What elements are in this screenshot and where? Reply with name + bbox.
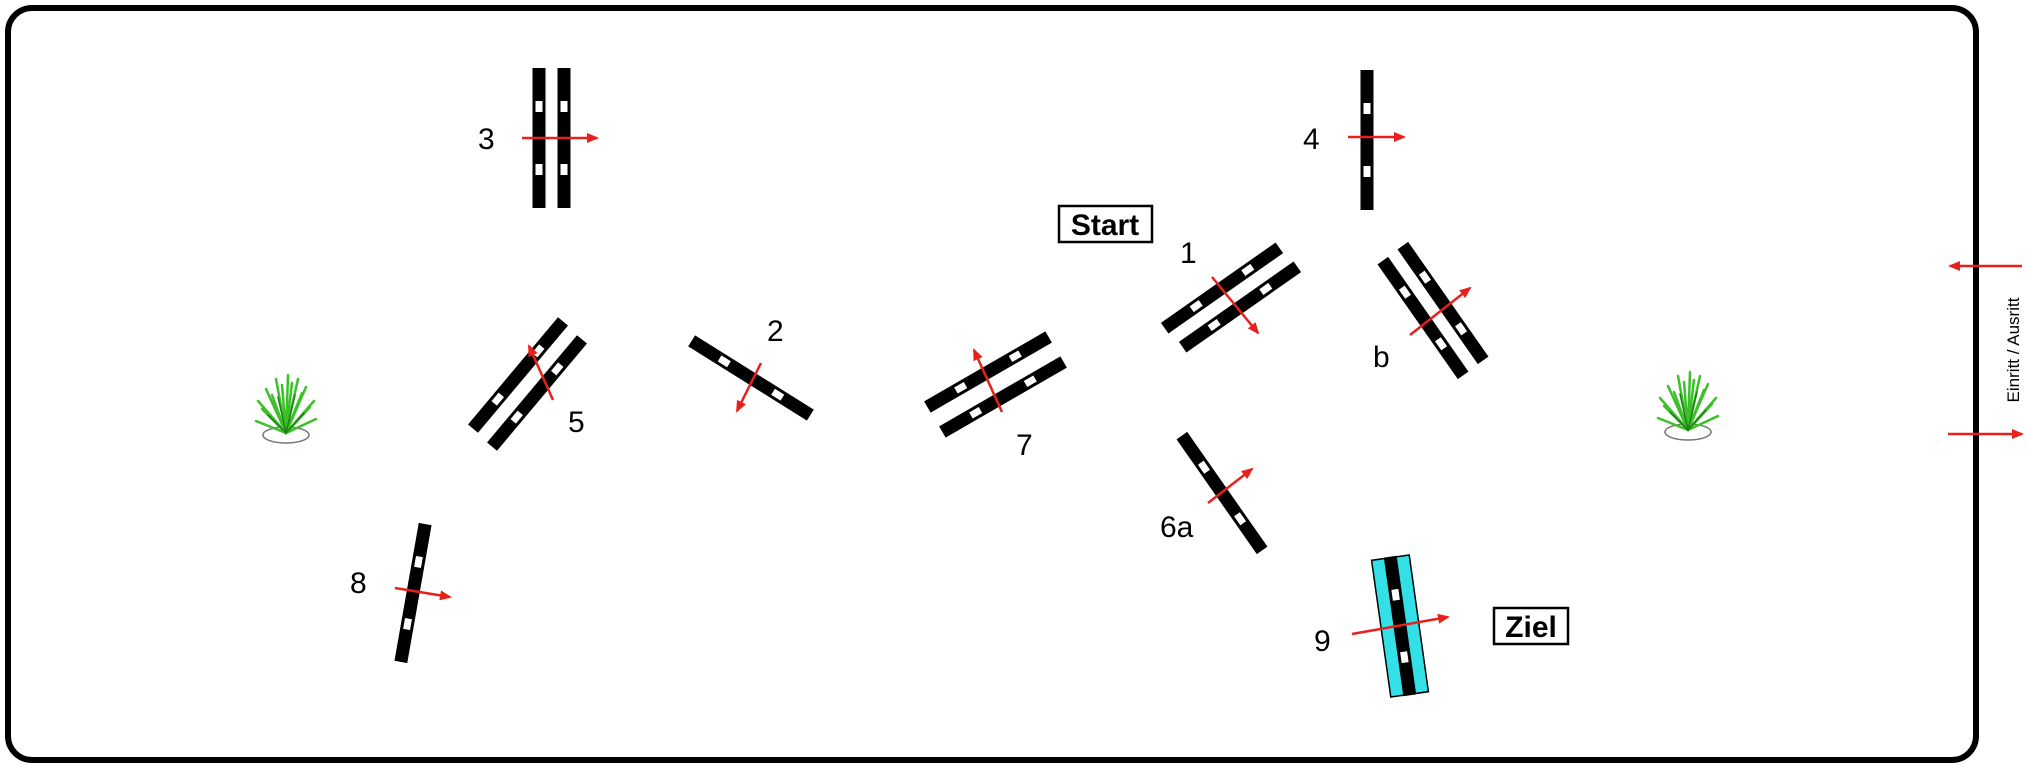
obstacle-label-7: 7 xyxy=(1016,429,1033,462)
obstacle-3: 3 xyxy=(478,68,599,208)
plant-right xyxy=(1656,370,1720,441)
direction-arrow xyxy=(394,586,452,601)
finish-box: Ziel xyxy=(1492,606,1570,646)
obstacle-label-1: 1 xyxy=(1180,237,1197,270)
entrance-exit: Einritt / Ausritt xyxy=(1948,261,2024,439)
direction-arrow xyxy=(1211,276,1260,335)
direction-arrow xyxy=(527,344,555,401)
start-box: Start xyxy=(1057,204,1154,244)
obstacle-label-8: 8 xyxy=(350,567,367,600)
obstacle-9: 9 xyxy=(1314,554,1450,698)
direction-arrow xyxy=(1409,286,1472,336)
arena-border xyxy=(5,5,1979,763)
obstacle-7: 7 xyxy=(924,331,1067,462)
obstacle-8: 8 xyxy=(350,522,452,664)
obstacle-1: 1 xyxy=(1160,237,1302,353)
obstacle-5: 5 xyxy=(468,317,587,451)
obstacle-label-6a: 6a xyxy=(1160,511,1194,544)
start-label: Start xyxy=(1071,209,1139,242)
direction-arrow xyxy=(972,348,1004,413)
obstacle-2: 2 xyxy=(688,315,814,421)
obstacle-label-2: 2 xyxy=(767,315,784,348)
obstacle-label-3: 3 xyxy=(478,123,495,156)
obstacle-4: 4 xyxy=(1303,70,1406,210)
obstacle-label-b: b xyxy=(1373,341,1390,374)
direction-arrow xyxy=(735,362,763,413)
obstacle-label-4: 4 xyxy=(1303,123,1320,156)
entrance-label: Einritt / Ausritt xyxy=(2004,297,2023,402)
obstacle-label-9: 9 xyxy=(1314,625,1331,658)
finish-label: Ziel xyxy=(1505,611,1557,644)
direction-arrow xyxy=(1351,613,1450,636)
obstacle-6a: 6a xyxy=(1160,431,1268,555)
obstacle-label-5: 5 xyxy=(568,406,585,439)
obstacle-b: b xyxy=(1373,241,1489,380)
direction-arrow xyxy=(1207,467,1254,504)
plant-left xyxy=(254,373,318,444)
